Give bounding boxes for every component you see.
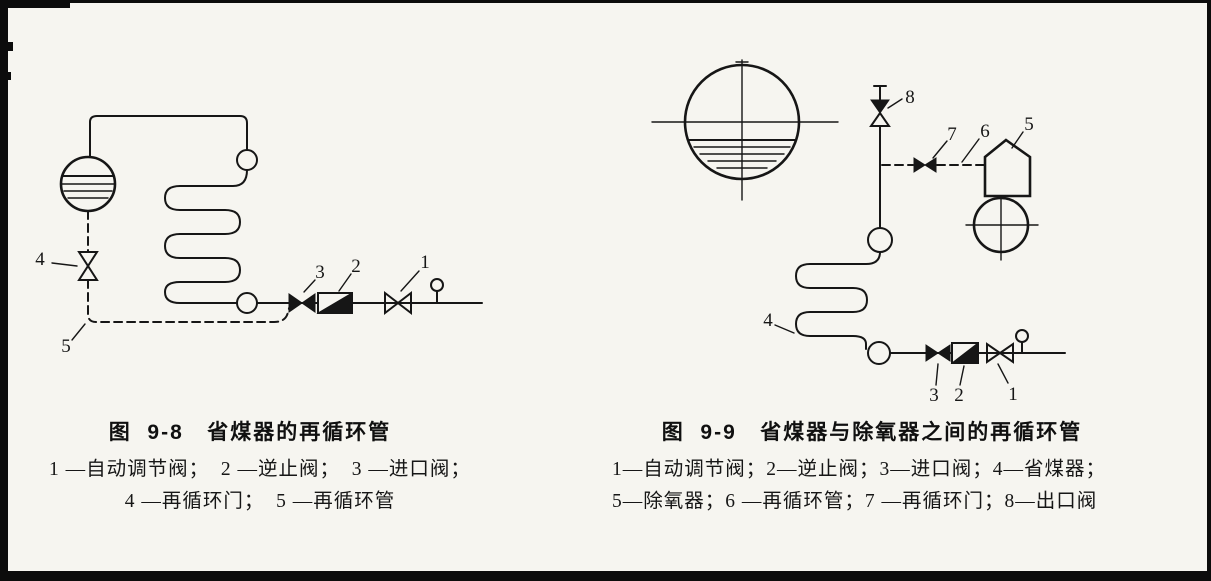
leader-line-7 [932, 140, 948, 159]
part-label-1: 1 [420, 252, 430, 273]
scan-edge-bottom [0, 571, 1211, 581]
scan-edge-top-corner [0, 0, 70, 8]
leader-line-1 [997, 363, 1009, 384]
leader-line-6 [961, 138, 980, 163]
outlet-pipe [873, 85, 887, 229]
leader-line-4 [774, 324, 795, 334]
economizer-coil [794, 251, 881, 350]
leader-line-8 [887, 98, 903, 109]
economizer-coil [163, 169, 248, 304]
figure-9-8-caption: 图 9-8 省煤器的再循环管 [108, 421, 392, 444]
figure-9-8-legend-line2: 4 —再循环门； 5 —再循环管 [124, 491, 396, 512]
scan-speck-1 [2, 42, 13, 51]
figure-9-8-diagram: 4 5 3 2 1 [35, 115, 483, 357]
part-label-7: 7 [947, 124, 957, 145]
part-label-6: 6 [980, 121, 990, 142]
coil-top-header [867, 227, 893, 253]
check-valve-2 [950, 341, 979, 364]
figure-9-9-legend-line1: 1—自动调节阀；2—逆止阀；3—进口阀；4—省煤器； [612, 459, 1107, 480]
figure-9-8-legend-line1: 1 —自动调节阀； 2 —逆止阀； 3 —进口阀； [49, 459, 471, 480]
part-label-4: 4 [35, 249, 45, 270]
scan-edge-right [1207, 0, 1211, 581]
leader-line-1 [400, 270, 420, 292]
recirculation-pipe-lower [87, 279, 291, 323]
part-label-5: 5 [61, 336, 71, 357]
leader-line-5 [1011, 131, 1024, 149]
figure-9-9-diagram: 8 7 6 5 4 3 2 1 [651, 59, 1066, 406]
leader-line-2 [959, 365, 965, 386]
leader-line-5 [71, 323, 86, 341]
auto-regulating-valve-1 [384, 278, 444, 316]
check-valve-2 [316, 292, 353, 314]
recirculation-valve-7 [913, 157, 937, 173]
inlet-valve-3 [925, 344, 951, 362]
drum-to-coil-pipe [89, 115, 248, 158]
figure-9-9-legend-line2: 5—除氧器；6 —再循环管；7 —再循环门；8—出口阀 [612, 491, 1098, 512]
leader-line-3 [303, 279, 316, 293]
inlet-valve-3 [288, 293, 316, 313]
deaerator-head [965, 138, 1039, 261]
deaerator-tank [651, 59, 839, 201]
leader-line-3 [935, 363, 939, 386]
leader-line-2 [338, 273, 352, 292]
part-label-3: 3 [315, 262, 325, 283]
drum [59, 155, 117, 213]
part-label-2: 2 [954, 385, 964, 406]
auto-regulating-valve-1 [986, 329, 1029, 364]
scan-speck-2 [2, 72, 11, 80]
part-label-2: 2 [351, 256, 361, 277]
part-label-8: 8 [905, 87, 915, 108]
part-label-1: 1 [1008, 384, 1018, 405]
scan-edge-top [0, 0, 1211, 3]
outlet-valve-8 [869, 99, 891, 127]
part-label-4: 4 [763, 310, 773, 331]
part-label-3: 3 [929, 385, 939, 406]
coil-top-header [236, 149, 258, 171]
leader-line-4 [51, 262, 78, 267]
coil-bottom-header [236, 292, 258, 314]
figure-9-9-caption: 图 9-9 省煤器与除氧器之间的再循环管 [661, 421, 1083, 444]
coil-bottom-header [867, 341, 891, 365]
part-label-5: 5 [1024, 114, 1034, 135]
scan-edge-left [0, 0, 8, 581]
recirculation-valve-4 [77, 251, 99, 281]
